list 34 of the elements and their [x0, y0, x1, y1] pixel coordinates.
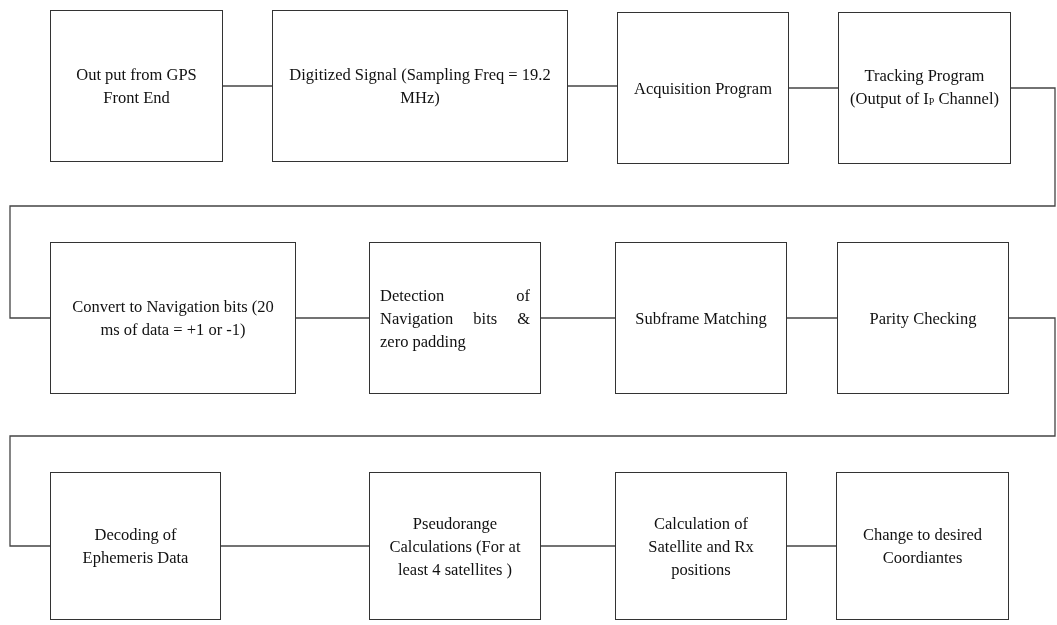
process-box — [272, 10, 568, 162]
process-box — [50, 472, 221, 620]
box-label: Parity Checking — [868, 307, 978, 330]
process-box — [838, 12, 1011, 164]
box-label: Calculation of Satellite and Rx positions — [647, 512, 755, 581]
connector-line — [786, 317, 838, 319]
box-label: Convert to Navigation bits (20 ms of data = +1 or -1) — [71, 296, 275, 341]
connector-line — [540, 317, 616, 319]
connector-line — [540, 545, 616, 547]
connector-line — [9, 317, 1056, 547]
connector-line — [222, 85, 273, 87]
connector-line — [788, 87, 839, 89]
connector-line — [295, 317, 370, 319]
connector-line — [786, 545, 837, 547]
box-label: Pseudorange Calculations (For at least 4 satellites ) — [388, 512, 522, 581]
box-label: Decoding of Ephemeris Data — [81, 524, 190, 569]
process-box — [369, 242, 541, 394]
connector-line — [220, 545, 370, 547]
connector-line — [567, 85, 618, 87]
process-box — [615, 242, 787, 394]
box-label: Acquisition Program — [633, 77, 773, 100]
box-label: Detection of Navigation bits & zero padding — [380, 284, 530, 353]
connector-line — [9, 87, 1056, 319]
process-box — [615, 472, 787, 620]
box-label: Digitized Signal (Sampling Freq = 19.2 MHz) — [288, 64, 552, 109]
process-box — [836, 472, 1009, 620]
process-box — [617, 12, 789, 164]
process-box — [837, 242, 1009, 394]
box-label: Change to desired Coordiantes — [861, 524, 984, 569]
process-box — [50, 242, 296, 394]
box-label: Out put from GPS Front End — [75, 64, 198, 109]
process-box — [369, 472, 541, 620]
box-label: Subframe Matching — [634, 307, 768, 330]
process-box — [50, 10, 223, 162]
